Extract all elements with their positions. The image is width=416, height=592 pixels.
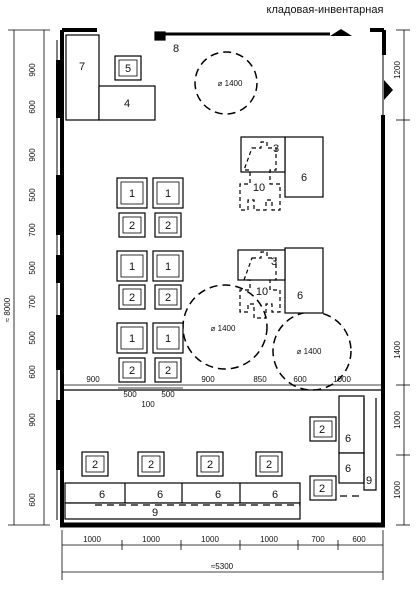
svg-text:700: 700 [28, 295, 37, 309]
label-2l: 2 [319, 483, 325, 495]
item-4 [98, 85, 156, 121]
svg-text:600: 600 [28, 100, 37, 114]
svg-text:900: 900 [28, 413, 37, 427]
dim-mid-1: 900 [86, 375, 100, 384]
svg-text:500: 500 [28, 188, 37, 202]
label-5: 5 [125, 63, 131, 75]
dim-mid-2: 900 [201, 375, 215, 384]
label-9b: 9 [366, 475, 372, 487]
label-2h: 2 [92, 459, 98, 471]
circle-label-1: ⌀ 1400 [218, 79, 243, 88]
mid-dimension-line [62, 384, 383, 389]
lower-dashed-line [95, 495, 360, 506]
label-1c: 1 [129, 261, 135, 273]
label-4: 4 [124, 98, 130, 110]
label-1a: 1 [129, 188, 135, 200]
svg-text:600: 600 [28, 493, 37, 507]
dim-mid-4: 600 [293, 375, 307, 384]
dim-right-4: 1000 [393, 481, 402, 499]
label-6f: 6 [157, 489, 163, 501]
clearance-circles [182, 51, 352, 391]
outer-walls [56, 28, 386, 528]
label-9a: 9 [152, 507, 158, 519]
label-1d: 1 [165, 261, 171, 273]
svg-text:900: 900 [28, 63, 37, 77]
label-3b: 3 [271, 256, 277, 268]
unit-group-upper [239, 136, 324, 211]
label-6b: 6 [297, 290, 303, 302]
dim-sub-1: 500 [123, 390, 137, 399]
label-7: 7 [79, 61, 85, 73]
svg-text:500: 500 [28, 331, 37, 345]
dim-bottom-2: 1000 [142, 535, 160, 544]
svg-text:600: 600 [28, 365, 37, 379]
label-6a: 6 [301, 172, 307, 184]
left-dimension-lines [8, 29, 50, 526]
label-6h: 6 [272, 489, 278, 501]
label-10a: 10 [253, 182, 265, 194]
dim-right-1: 1200 [393, 61, 402, 79]
label-1e: 1 [129, 333, 135, 345]
label-6e: 6 [99, 489, 105, 501]
dim-bottom-3: 1000 [201, 535, 219, 544]
dim-right-2: 1400 [393, 341, 402, 359]
label-10b: 10 [256, 286, 268, 298]
label-2k: 2 [266, 459, 272, 471]
label-1b: 1 [165, 188, 171, 200]
dim-sub-3: 500 [161, 390, 175, 399]
label-2a: 2 [129, 220, 135, 232]
dim-bottom-1: 1000 [83, 535, 101, 544]
dim-bottom-5: 700 [311, 535, 325, 544]
label-6d: 6 [345, 463, 351, 475]
label-2j: 2 [207, 459, 213, 471]
label-2c: 2 [129, 292, 135, 304]
dim-bottom-6: 600 [352, 535, 366, 544]
lower-room-furniture [64, 395, 377, 520]
workstations [116, 177, 184, 383]
label-2i: 2 [148, 459, 154, 471]
bottom-dimension-lines [61, 530, 384, 580]
label-6c: 6 [345, 433, 351, 445]
right-dimension-lines [396, 29, 410, 526]
label-2b: 2 [165, 220, 171, 232]
label-2g: 2 [319, 424, 325, 436]
label-3a: 3 [273, 143, 279, 155]
svg-text:500: 500 [28, 261, 37, 275]
circle-label-2: ⌀ 1400 [211, 324, 236, 333]
left-windows [56, 60, 60, 470]
label-6g: 6 [215, 489, 221, 501]
label-2e: 2 [129, 365, 135, 377]
dim-left-total: ≈ 8000 [3, 297, 12, 322]
door-arrow-top [330, 29, 352, 36]
dim-bottom-4: 1000 [260, 535, 278, 544]
storeroom-label: кладовая-инвентарная [267, 4, 384, 16]
circle-label-3: ⌀ 1400 [297, 347, 322, 356]
dim-sub-2: 100 [141, 400, 155, 409]
dim-mid-3: 850 [253, 375, 267, 384]
left-dim-labels: 900 600 900 500 700 500 700 500 600 900 … [28, 63, 37, 507]
unit-group-lower [237, 247, 324, 319]
dim-bottom-total: ≈5300 [211, 562, 234, 571]
label-2d: 2 [165, 292, 171, 304]
label-1f: 1 [165, 333, 171, 345]
dim-mid-5: 1000 [333, 375, 351, 384]
svg-text:900: 900 [28, 148, 37, 162]
door-arrow-right [384, 80, 393, 100]
item-7 [65, 34, 100, 121]
label-8: 8 [173, 43, 179, 55]
dim-right-3: 1000 [393, 411, 402, 429]
svg-text:700: 700 [28, 223, 37, 237]
label-2f: 2 [165, 365, 171, 377]
